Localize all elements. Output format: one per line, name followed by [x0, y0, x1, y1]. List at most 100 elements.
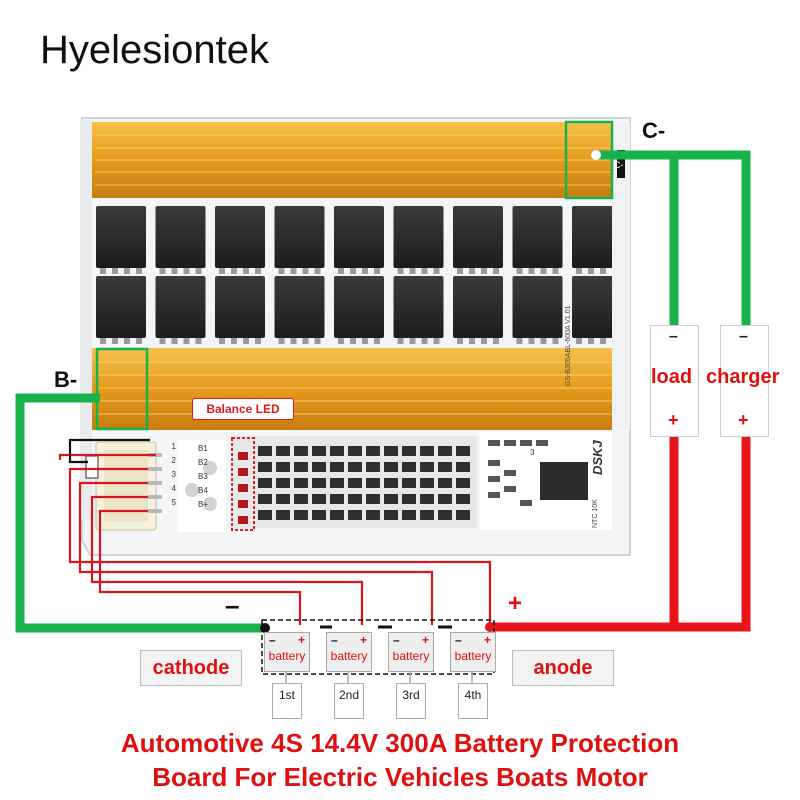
mosfet — [155, 206, 206, 268]
smd-resistor — [420, 462, 434, 472]
b-minus-label: B- — [54, 367, 78, 392]
cell-label: battery — [454, 649, 492, 663]
mosfet — [96, 206, 146, 268]
mosfet-lead — [314, 268, 321, 274]
mosfet-lead — [469, 268, 475, 274]
smd-resistor — [258, 478, 272, 488]
mosfet-lead — [290, 338, 297, 344]
smd-resistor — [258, 510, 272, 520]
mosfet-lead — [338, 268, 344, 274]
cell-label: battery — [268, 649, 306, 663]
load-box: – + — [650, 325, 699, 437]
mosfet — [155, 276, 206, 338]
smd-resistor — [366, 494, 380, 504]
smd-resistor — [330, 494, 344, 504]
mosfet-lead — [159, 268, 166, 274]
mosfet-lead — [540, 338, 547, 344]
mosfet-lead — [255, 338, 261, 344]
smd-resistor — [402, 510, 416, 520]
load-minus: – — [669, 328, 678, 345]
mosfet — [274, 206, 325, 268]
load-plus: + — [668, 410, 679, 430]
mosfet — [215, 206, 265, 268]
mosfet — [274, 276, 325, 338]
smd-resistor — [438, 494, 452, 504]
mosfet-lead — [338, 338, 344, 344]
pin-label: B3 — [198, 472, 208, 481]
smd-resistor — [312, 478, 326, 488]
mosfet-lead — [421, 268, 428, 274]
smd-resistor — [384, 510, 398, 520]
smd-resistor — [402, 494, 416, 504]
smd-resistor — [276, 478, 290, 488]
mosfet-lead — [552, 338, 559, 344]
smd-resistor — [456, 510, 470, 520]
cell-order-tag: 4th — [458, 683, 488, 719]
pin-label-area — [178, 440, 226, 532]
cell-label: battery — [330, 649, 368, 663]
mosfet — [393, 206, 444, 268]
mosfet-lead — [493, 268, 499, 274]
mosfet-lead — [171, 338, 178, 344]
anode-node — [485, 622, 495, 632]
pin-label: B1 — [198, 444, 208, 453]
caption-line-2: Board For Electric Vehicles Boats Motor — [152, 762, 648, 792]
charger-box: – + — [720, 325, 769, 437]
smd-resistor — [330, 446, 344, 456]
red-wires — [492, 432, 751, 632]
smd-resistor — [348, 478, 362, 488]
smd-resistor — [276, 510, 290, 520]
side-c-minus-silk: C- — [614, 160, 624, 170]
smd-resistor — [384, 462, 398, 472]
smd-resistor — [420, 494, 434, 504]
mosfet-array — [96, 206, 622, 344]
smd-resistor — [276, 446, 290, 456]
pack-minus-sign: – — [225, 590, 240, 620]
mosfet — [334, 276, 384, 338]
cell-plus: + — [297, 633, 305, 647]
pin-number: 3 — [171, 470, 176, 479]
mosfet-lead — [195, 268, 202, 274]
cell-minus: – — [393, 633, 400, 647]
smd-resistor — [456, 494, 470, 504]
ic-number-label: 3 — [530, 448, 535, 457]
mosfet-lead — [112, 338, 118, 344]
smd-resistor — [384, 494, 398, 504]
pin-label: B+ — [198, 500, 209, 509]
mosfet-lead — [481, 338, 487, 344]
mosfet — [393, 276, 444, 338]
mosfet-lead — [136, 268, 142, 274]
smd-resistor — [420, 510, 434, 520]
mosfet-lead — [219, 338, 225, 344]
cell-plus: + — [421, 633, 429, 647]
b-minus-terminal-box — [95, 347, 149, 431]
mosfet-lead — [350, 338, 356, 344]
mosfet-lead — [195, 338, 202, 344]
smd-resistor — [438, 510, 452, 520]
mosfet-lead — [278, 338, 285, 344]
smd-resistor — [276, 494, 290, 504]
mosfet-lead — [183, 268, 190, 274]
mosfet — [334, 206, 384, 268]
pin-label: B4 — [198, 486, 208, 495]
battery-cell: – + battery — [388, 632, 434, 672]
smd-resistor — [366, 478, 380, 488]
pin-number-list: 1 2 3 4 5 — [166, 440, 176, 510]
mosfet — [512, 206, 563, 268]
smd-resistor — [438, 446, 452, 456]
mosfet-lead — [433, 268, 440, 274]
smd-resistor — [456, 478, 470, 488]
smd-resistor — [312, 494, 326, 504]
mosfet-lead — [600, 338, 606, 344]
mosfet-lead — [302, 338, 309, 344]
charger-minus: – — [739, 328, 748, 345]
mosfet-lead — [302, 268, 309, 274]
mosfet-lead — [516, 338, 523, 344]
smd-resistor — [366, 462, 380, 472]
smd-resistor — [348, 494, 362, 504]
smd-resistor — [402, 462, 416, 472]
mosfet-lead — [124, 338, 130, 344]
pack-plus-sign: + — [508, 590, 523, 617]
mosfet-lead — [469, 338, 475, 344]
mosfet-lead — [231, 338, 237, 344]
